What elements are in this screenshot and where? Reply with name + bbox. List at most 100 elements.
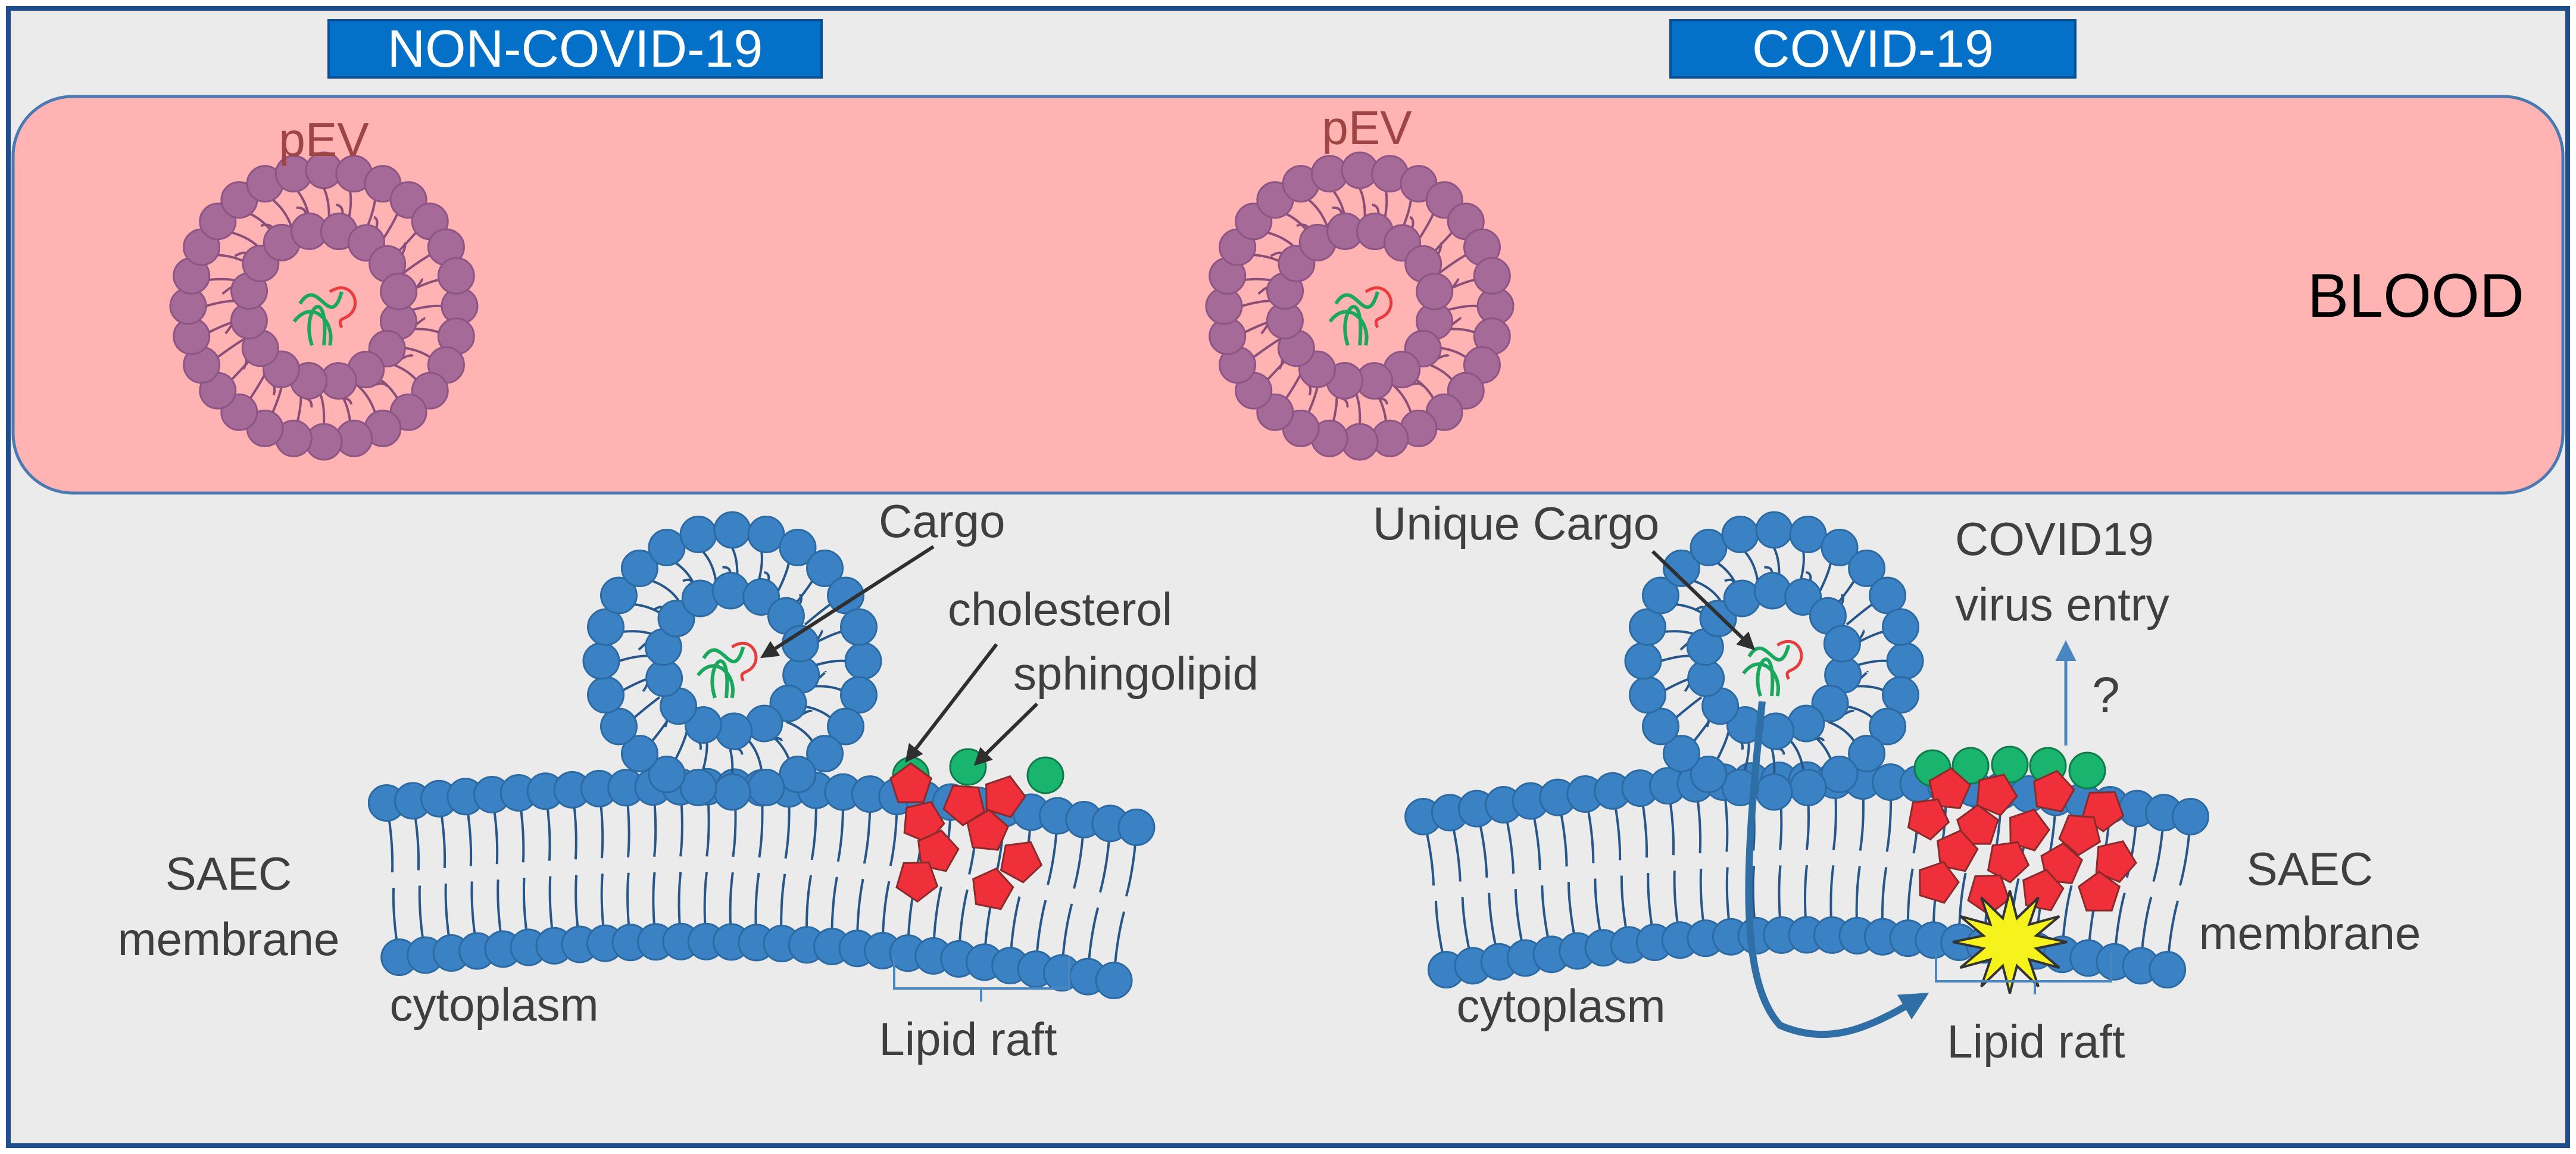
lipid-head	[1095, 962, 1133, 1000]
fusing-vesicle-right	[1624, 511, 1924, 811]
header-covid	[1669, 19, 2077, 79]
lipid-raft-bracket-left	[893, 956, 1070, 1002]
cholesterol-molecule	[895, 861, 939, 903]
lipid-tail	[1451, 317, 1462, 326]
lipid-head	[1848, 549, 1886, 587]
lipid-head	[648, 756, 686, 794]
lipid-tail	[1840, 594, 1845, 605]
cargo-rna-red	[731, 641, 758, 682]
lipid-head	[713, 773, 751, 811]
lipid-head	[586, 676, 625, 714]
lipid-head	[1690, 756, 1728, 794]
cholesterol-molecule	[1919, 860, 1960, 904]
lipid-head	[684, 706, 722, 744]
pev-vesicle-right	[1205, 151, 1515, 461]
lipid-tail	[651, 579, 680, 601]
pev-label-right: pEV	[1322, 101, 1412, 154]
lipid-tail	[415, 277, 424, 289]
lipid-tail	[296, 206, 307, 214]
lipid-head	[599, 707, 638, 746]
cargo-arrow-left	[760, 545, 935, 659]
lipid-tail	[798, 594, 803, 605]
lipid-tail	[1372, 203, 1380, 214]
lipid-head	[1789, 769, 1827, 807]
fusing-vesicle-left	[582, 511, 882, 811]
cytoplasm-label-left: cytoplasm	[389, 978, 598, 1031]
lipid-raft-left	[889, 748, 1064, 910]
sphingolipid-arrow	[973, 702, 1039, 766]
lipid-head	[1117, 808, 1156, 846]
virus-entry-question: ?	[2092, 667, 2120, 723]
header-covid-label: COVID-19	[1752, 19, 1994, 78]
lipid-head	[1784, 578, 1822, 616]
lipid-tail	[722, 566, 732, 573]
pev-vesicle-left	[169, 151, 479, 461]
lipid-head	[620, 549, 658, 587]
cargo-rna-green	[1328, 291, 1379, 346]
lipid-tail	[1332, 206, 1343, 214]
cholesterol-molecule	[2078, 871, 2121, 912]
lipid-head	[2171, 797, 2209, 835]
lipid-head	[779, 528, 817, 566]
cholesterol-molecule	[903, 801, 945, 844]
saec-membrane-label-left-line1: SAEC	[166, 847, 292, 900]
lipid-head	[679, 769, 717, 807]
cholesterol-molecule	[2009, 808, 2050, 852]
lipid-tail	[1846, 603, 1873, 626]
cargo-rna-green	[697, 646, 745, 698]
lipid-head	[1755, 511, 1793, 549]
lipid-head	[1662, 735, 1700, 773]
lipid-tail	[1764, 566, 1773, 573]
lipid-tail	[1744, 551, 1759, 582]
lipid-head	[1821, 756, 1859, 794]
cargo-rna-red	[1365, 286, 1393, 329]
lipid-head	[1416, 272, 1454, 310]
lipid-head	[437, 257, 475, 295]
lipid-tail	[1693, 579, 1722, 601]
lipid-raft-label-right: Lipid raft	[1947, 1015, 2125, 1068]
lipid-tail	[1858, 629, 1865, 640]
cargo-label-left: Cargo	[879, 495, 1005, 547]
lipid-head	[806, 549, 844, 587]
cholesterol-molecule	[1000, 841, 1043, 884]
lipid-tail	[373, 216, 379, 229]
lipid-head	[1687, 659, 1725, 697]
lipid-tail	[1806, 571, 1812, 581]
lipid-raft-right	[1907, 746, 2137, 916]
unique-cargo-arrow	[1651, 550, 1756, 651]
lipid-head	[1869, 576, 1907, 615]
lipid-head	[1721, 769, 1759, 807]
lipid-head	[840, 608, 878, 646]
virus-entry-label-line2: virus entry	[1955, 578, 2169, 631]
lipid-head	[648, 528, 686, 566]
lipid-head	[1628, 608, 1666, 646]
lipid-head	[620, 735, 658, 773]
lipid-head	[742, 578, 780, 616]
sphingolipid-molecule	[1991, 746, 2029, 784]
lipid-tail	[1827, 721, 1855, 742]
lipid-head	[1690, 528, 1728, 566]
lipid-head	[582, 642, 620, 680]
lipid-head	[827, 707, 865, 746]
lipid-tail	[401, 242, 407, 255]
cholesterol-molecule	[2040, 842, 2084, 884]
lipid-head	[645, 659, 683, 697]
lipid-head	[1882, 676, 1920, 714]
lipid-head	[1473, 257, 1511, 295]
cholesterol-molecule	[2058, 814, 2102, 856]
blood-label: BLOOD	[2308, 261, 2524, 330]
cholesterol-arrow	[905, 643, 998, 763]
header-non-covid-label: NON-COVID-19	[388, 19, 763, 78]
lipid-head	[840, 676, 878, 714]
cholesterol-molecule	[889, 762, 932, 803]
cargo-rna-red	[329, 286, 357, 329]
cholesterol-molecule	[972, 867, 1014, 910]
lipid-tail	[764, 571, 770, 581]
lipid-head	[779, 756, 817, 794]
lipid-head	[1848, 735, 1886, 773]
lipid-tail	[816, 629, 823, 640]
virus-entry-label-line1: COVID19	[1955, 513, 2154, 565]
lipid-tail	[1437, 242, 1442, 255]
